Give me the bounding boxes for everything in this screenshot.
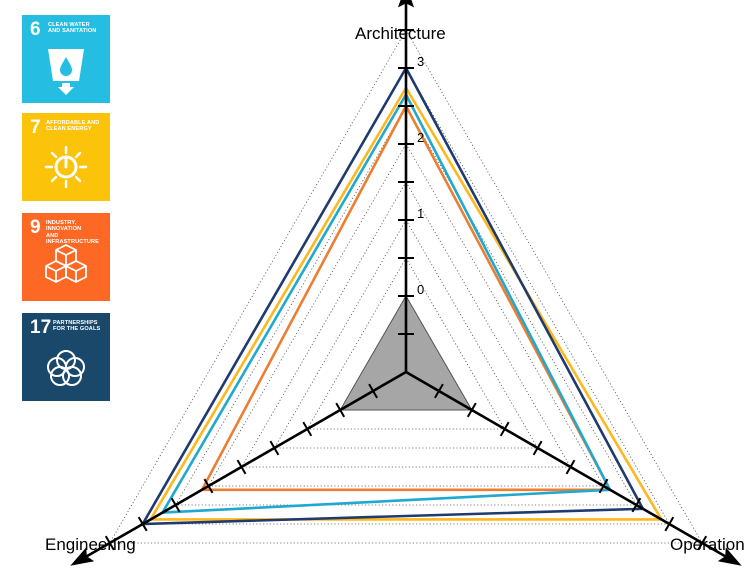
axis-line-operation (405, 370, 726, 558)
axis-tick-engineering-4 (236, 459, 247, 475)
axis-tick-engineering-1 (335, 402, 346, 418)
rings-icon (47, 350, 85, 386)
axis-tick-engineering-6 (170, 497, 181, 513)
series-1 (199, 103, 613, 492)
tick-label: 1 (417, 206, 424, 221)
grid-ring-8 (109, 29, 703, 544)
sdg-badge-9: 9 INDUSTRY, INNOVATION AND INFRASTRUCTUR… (22, 213, 110, 301)
axis-arrow-architecture (398, 0, 414, 8)
axis-tick-engineering-0 (368, 383, 378, 399)
axis-tick-engineering-8 (104, 535, 115, 551)
grid-ring-2 (306, 257, 506, 430)
axis-tick-engineering-2 (302, 421, 313, 437)
axis-tick-engineering-5 (203, 478, 214, 494)
tick-label: 0 (417, 282, 424, 297)
tick-label: 3 (417, 54, 424, 69)
axis-tick-engineering-7 (137, 516, 148, 532)
axis-title-architecture: Architecture (355, 24, 446, 43)
axis-tick-operation-8 (697, 535, 708, 551)
badge-title: PARTNERSHIPS FOR THE GOALS (53, 320, 101, 333)
axis-line-engineering (86, 370, 407, 558)
axis-tick-operation-5 (598, 478, 609, 494)
sdg-badge-17: 17 PARTNERSHIPS FOR THE GOALS (22, 313, 110, 401)
badge-title: AFFORDABLE AND CLEAN ENERGY (46, 120, 100, 133)
axis-title-engineering: Engineering (45, 535, 136, 554)
sdg-badge-7: 7 AFFORDABLE AND CLEAN ENERGY (22, 113, 110, 201)
badge-title: INDUSTRY, INNOVATION AND INFRASTRUCTURE (46, 220, 99, 246)
tick-labels: 0 1 2 3 (417, 54, 424, 297)
axis-tick-operation-1 (466, 402, 477, 418)
axes (70, 0, 742, 566)
series-2 (160, 91, 613, 515)
badge-number: 17 (30, 317, 52, 338)
axis-tick-operation-4 (565, 459, 576, 475)
axis-tick-engineering-3 (269, 440, 280, 456)
badge-number: 6 (30, 19, 41, 40)
axis-tick-operation-2 (499, 421, 510, 437)
badge-number: 9 (30, 217, 41, 238)
axis-tick-operation-7 (664, 516, 675, 532)
axis-arrow-operation (717, 547, 742, 566)
grid-ring-6 (174, 105, 638, 506)
water-tap-icon (48, 49, 84, 95)
axis-tick-operation-0 (434, 383, 444, 399)
badge-number: 7 (30, 117, 41, 138)
series-4 (140, 65, 646, 526)
grid-ring-5 (207, 143, 605, 487)
sdg-badge-6: 6 CLEAN WATER AND SANITATION (22, 15, 110, 103)
axis-tick-operation-6 (631, 497, 642, 513)
axis-title-operation: Operation (670, 535, 745, 554)
grid-ring-4 (240, 181, 572, 468)
grid-ring-3 (273, 219, 539, 449)
axis-arrow-engineering (70, 547, 95, 566)
badge-title: CLEAN WATER AND SANITATION (48, 22, 97, 35)
axis-tick-operation-3 (532, 440, 543, 456)
tick-label: 2 (417, 130, 424, 145)
sun-power-icon (44, 145, 88, 189)
cubes-icon (45, 244, 87, 283)
